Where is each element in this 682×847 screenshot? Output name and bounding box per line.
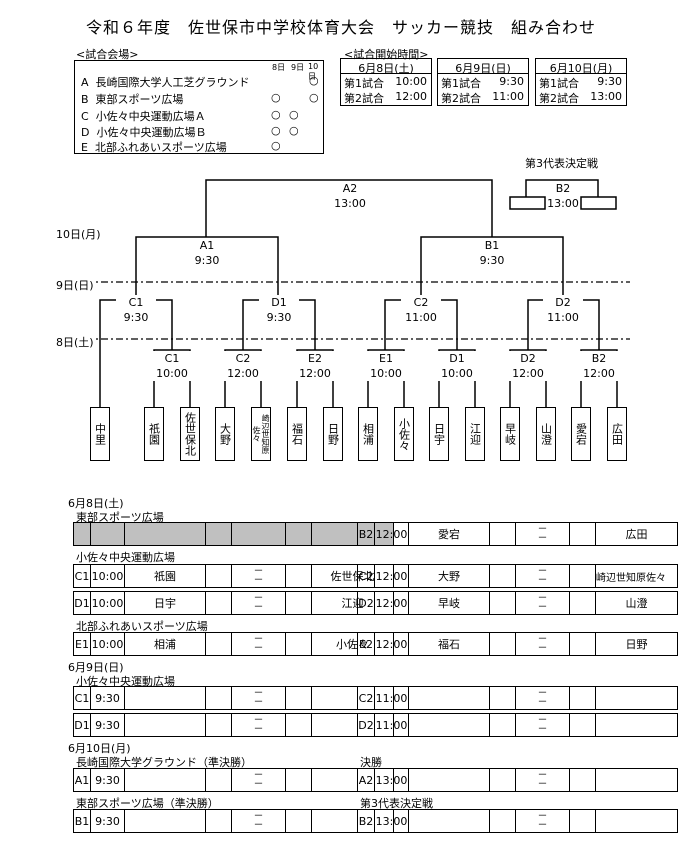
venue-mark: ○ [289, 124, 299, 137]
venue-day-header: 8日 [272, 63, 286, 72]
day-label: 10日(月) [56, 226, 101, 242]
schedule-venue-label: 小佐々中央運動広場 [76, 675, 175, 688]
venues-label: <試合会場> [76, 48, 139, 61]
team-box: 早岐 [500, 407, 520, 461]
team-box: 大野 [215, 407, 235, 461]
team-box: 祇園 [144, 407, 164, 461]
venue-mark: ○ [271, 108, 281, 121]
third-place-label: 第3代表決定戦 [525, 157, 598, 170]
venue-row: E 北部ふれあいスポーツ広場 [81, 141, 227, 154]
schedule-row-empty [73, 522, 394, 546]
venue-table: 8日 9日 10日 A 長崎国際大学人工芝グラウンド ○ B 東部スポーツ広場 … [74, 60, 324, 154]
venue-row: D 小佐々中央運動広場Ｂ [81, 126, 207, 139]
venue-mark: ○ [289, 108, 299, 121]
team-box: 山澄 [536, 407, 556, 461]
team-box: 愛宕 [571, 407, 591, 461]
schedule-venue-label: 長崎国際大学グラウンド（準決勝） [76, 756, 252, 769]
venue-mark: ○ [271, 124, 281, 137]
schedule-venue-label: 小佐々中央運動広場 [76, 551, 175, 564]
start-time-day: 6月8日(土) [358, 62, 414, 75]
page-title: 令和６年度 佐世保市中学校体育大会 サッカー競技 組み合わせ [85, 18, 596, 37]
team-box: 小佐々 [394, 407, 414, 461]
team-box: 崎辺世知原佐々 [251, 407, 271, 461]
venue-row: C 小佐々中央運動広場Ａ [81, 110, 206, 123]
schedule-venue-label: 東部スポーツ広場 [76, 511, 164, 524]
team-box: 日宇 [429, 407, 449, 461]
venue-row: B 東部スポーツ広場 [81, 93, 184, 106]
day-label: 8日(土) [56, 334, 94, 350]
team-box: 広田 [607, 407, 627, 461]
schedule-day-label: 6月9日(日) [68, 661, 124, 674]
schedule-day-label: 6月10日(月) [68, 742, 131, 755]
schedule-day-label: 6月8日(土) [68, 497, 124, 510]
venue-mark: ○ [271, 91, 281, 104]
venue-day-header: 10日 [308, 62, 319, 81]
venue-day-header: 9日 [291, 63, 305, 72]
team-box: 佐世保北 [180, 407, 200, 461]
start-time-day: 6月9日(日) [455, 62, 511, 75]
team-box: 中里 [90, 407, 110, 461]
start-times-label: <試合開始時間> [344, 48, 429, 61]
schedule-venue-label: 北部ふれあいスポーツ広場 [76, 620, 208, 633]
team-box: 江迎 [465, 407, 485, 461]
day-label: 9日(日) [56, 277, 94, 293]
venue-mark: ○ [309, 74, 319, 87]
schedule-venue-label: 第3代表決定戦 [360, 797, 433, 810]
venue-row: A 長崎国際大学人工芝グラウンド [81, 76, 250, 89]
schedule-venue-label: 東部スポーツ広場（準決勝） [76, 797, 219, 810]
team-box: 日野 [323, 407, 343, 461]
team-box: 相浦 [358, 407, 378, 461]
team-box: 福石 [287, 407, 307, 461]
schedule-venue-label: 決勝 [360, 756, 382, 769]
venue-mark: ○ [271, 139, 281, 152]
venue-mark: ○ [309, 91, 319, 104]
start-time-day: 6月10日(月) [549, 62, 613, 75]
